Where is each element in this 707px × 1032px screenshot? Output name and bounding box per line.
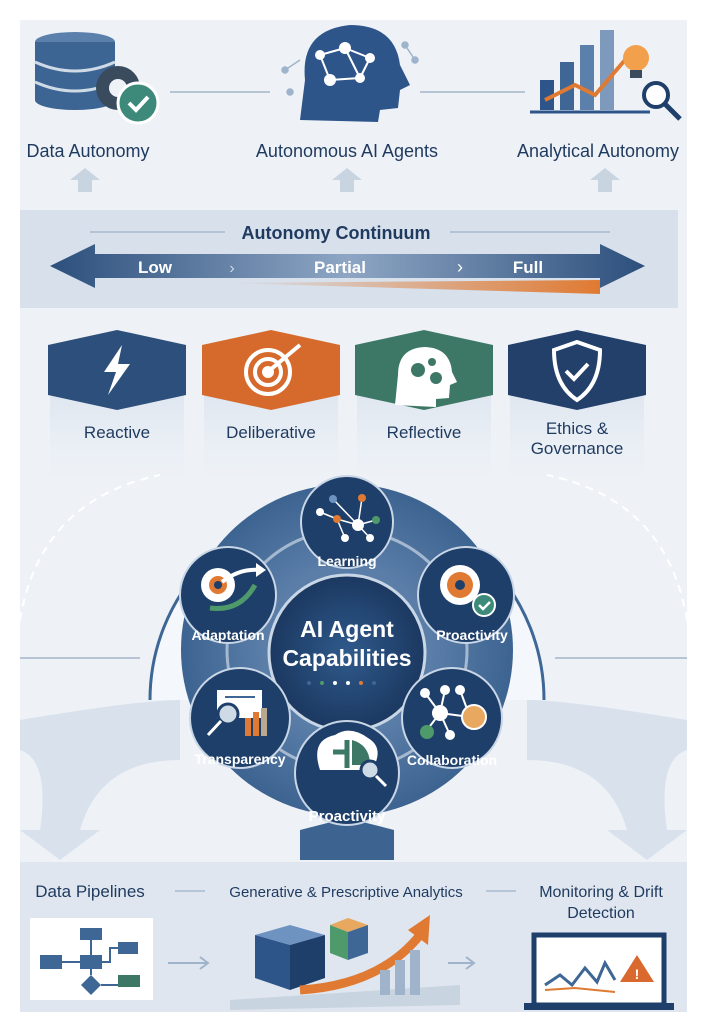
- agent-type-label-2: Governance: [531, 439, 624, 458]
- capabilities-wheel: AI Agent Capabilities Learning Adaptatio…: [148, 475, 546, 826]
- level-full: Full: [513, 258, 543, 277]
- capability-label: Proactivity: [309, 808, 386, 825]
- flowchart-icon: [30, 918, 153, 1000]
- agent-types: Reactive Deliberative Reflective Ethics …: [48, 330, 646, 500]
- agent-type-label: Reflective: [387, 423, 462, 442]
- bottom-row: Data Pipelines Generative & Prescriptive…: [20, 862, 687, 1012]
- database-gear-check-icon: [34, 32, 160, 125]
- bottom-label-analytics: Generative & Prescriptive Analytics: [229, 884, 462, 901]
- gear-arrow-icon: [201, 563, 266, 612]
- network-icon: [316, 494, 380, 542]
- ai-head-network-icon: [281, 25, 419, 122]
- level-low: Low: [138, 258, 173, 277]
- center-dots: [307, 681, 376, 685]
- capability-label: Collaboration: [407, 752, 497, 768]
- center-title-line2: Capabilities: [282, 645, 411, 671]
- capability-collaboration: Collaboration: [401, 667, 503, 769]
- autonomy-continuum: Autonomy Continuum Low › Partial › Full: [20, 210, 678, 308]
- capability-label: Transparency: [194, 751, 285, 767]
- bottom-label-data-pipelines: Data Pipelines: [35, 882, 145, 901]
- agent-type-label: Reactive: [84, 423, 150, 442]
- top-label-data-autonomy: Data Autonomy: [26, 141, 149, 161]
- svg-text:›: ›: [229, 260, 234, 277]
- capability-adaptation: Adaptation: [179, 546, 277, 644]
- svg-text:›: ›: [457, 257, 463, 277]
- flow-arrows: [19, 474, 688, 860]
- top-row: Data Autonomy Autonomous AI Agents Analy…: [26, 25, 682, 192]
- top-label-autonomous-ai-agents: Autonomous AI Agents: [256, 141, 438, 161]
- target-icon: [244, 343, 302, 396]
- chart-lightbulb-magnifier-icon: [530, 30, 682, 121]
- capability-proactivity-bottom: Proactivity: [294, 720, 400, 826]
- gear-check-icon: [440, 565, 496, 617]
- capability-learning: Learning: [300, 475, 394, 569]
- capability-proactivity: Proactivity: [417, 546, 515, 644]
- agent-type-ethics-governance: Ethics & Governance: [508, 330, 646, 500]
- shield-check-icon: [551, 339, 603, 403]
- agent-type-label: Deliberative: [226, 423, 316, 442]
- top-label-analytical-autonomy: Analytical Autonomy: [517, 141, 679, 161]
- head-gears-icon: [395, 347, 457, 407]
- lightning-icon: [104, 345, 130, 395]
- center-title-line1: AI Agent: [300, 616, 394, 642]
- capability-transparency: Transparency: [189, 667, 291, 769]
- continuum-title: Autonomy Continuum: [242, 223, 431, 243]
- capability-label: Adaptation: [191, 627, 264, 643]
- up-arrows: [70, 168, 620, 192]
- cubes-growth-arrow-icon: [230, 915, 460, 1010]
- bottom-label-monitoring: Monitoring & Drift: [539, 884, 663, 901]
- level-partial: Partial: [314, 258, 366, 277]
- laptop-warning-icon: !: [524, 932, 674, 1010]
- svg-text:!: !: [635, 966, 640, 982]
- agent-type-label: Ethics &: [546, 419, 609, 438]
- capability-label: Learning: [317, 553, 376, 569]
- agent-type-reactive: Reactive: [48, 330, 186, 500]
- network-nodes-icon: [420, 685, 487, 740]
- brain-magnifier-icon: [317, 730, 388, 788]
- agent-type-deliberative: Deliberative: [202, 330, 340, 500]
- report-magnifier-icon: [206, 690, 267, 737]
- agent-type-reflective: Reflective: [355, 330, 493, 500]
- capability-label: Proactivity: [436, 627, 508, 643]
- bottom-label-monitoring-2: Detection: [567, 905, 635, 922]
- double-arrow: [50, 244, 645, 288]
